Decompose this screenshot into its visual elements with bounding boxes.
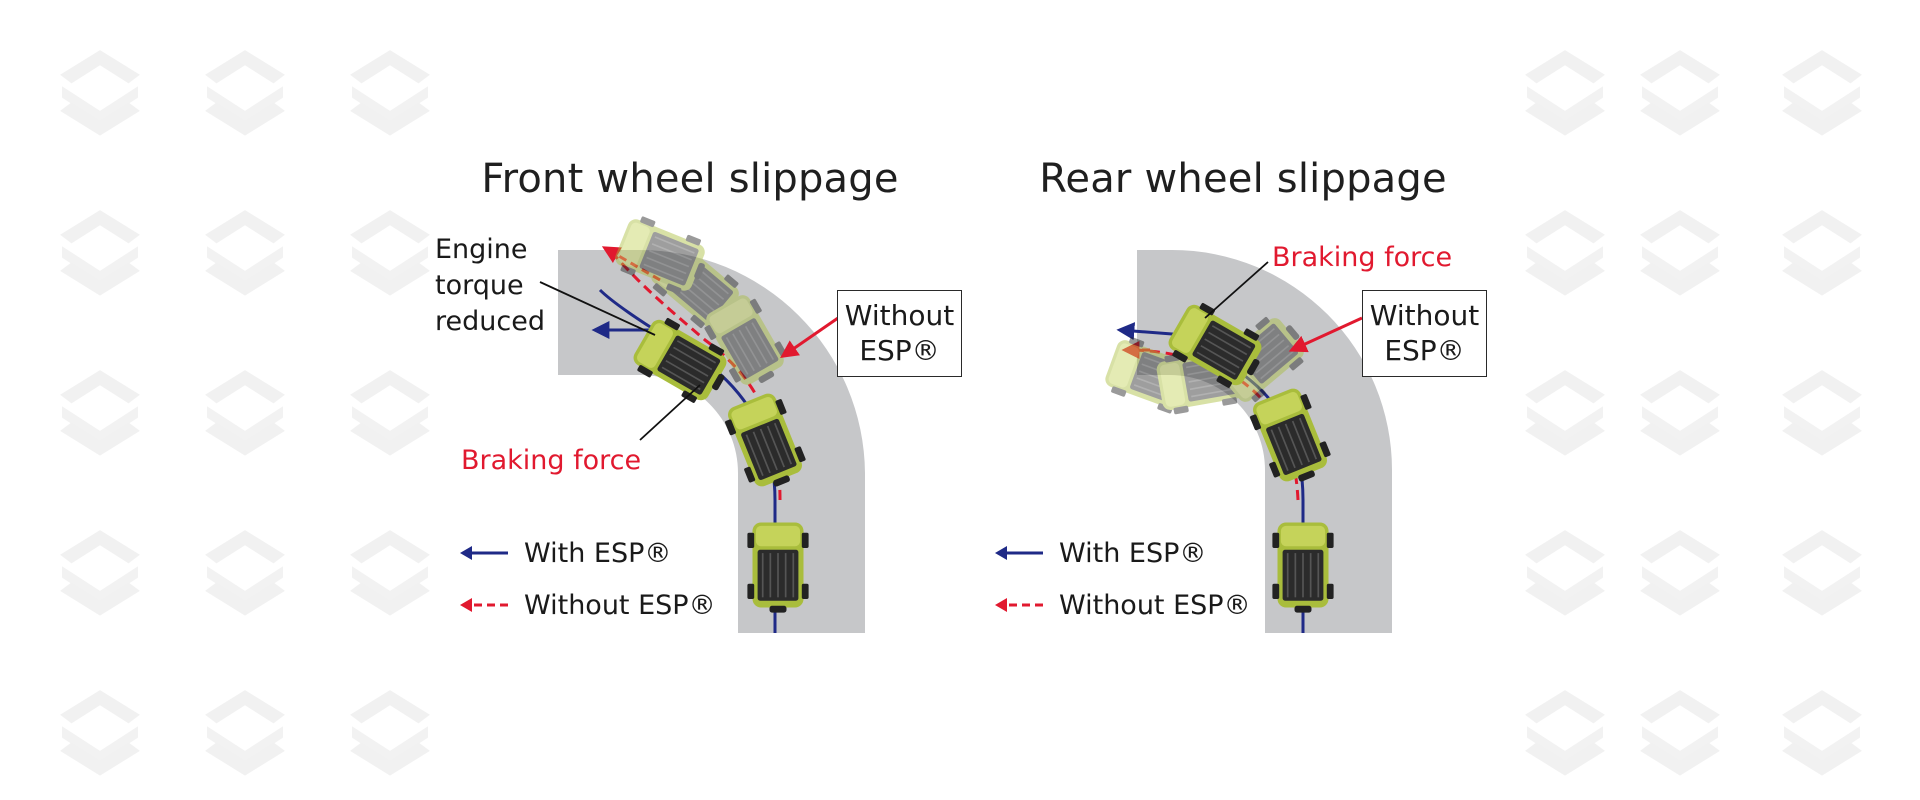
legend-without-esp: Without ESP® [460, 588, 716, 622]
suzuki-s-logo-icon [1782, 50, 1862, 136]
legend-with-esp: With ESP® [460, 536, 671, 570]
legend-without-esp: Without ESP® [995, 588, 1251, 622]
car-icon [746, 521, 810, 614]
suzuki-s-logo-icon [1640, 690, 1720, 776]
suzuki-s-logo-icon [1640, 50, 1720, 136]
suzuki-s-logo-icon [1525, 50, 1605, 136]
road-right [1137, 250, 1392, 633]
suzuki-s-logo-icon [1640, 210, 1720, 296]
braking-force-label: Braking force [461, 445, 642, 476]
suzuki-s-logo-icon [1525, 370, 1605, 456]
suzuki-s-logo-icon [60, 690, 140, 776]
legend-with-esp: With ESP® [995, 536, 1206, 570]
car-icon [1271, 521, 1335, 614]
suzuki-s-logo-icon [350, 210, 430, 296]
red-dashed-arrow-icon [460, 598, 508, 612]
suzuki-s-logo-icon [350, 530, 430, 616]
suzuki-s-logo-icon [60, 370, 140, 456]
suzuki-s-logo-icon [60, 210, 140, 296]
suzuki-s-logo-icon [205, 370, 285, 456]
suzuki-s-logo-icon [350, 690, 430, 776]
suzuki-s-logo-icon [1525, 690, 1605, 776]
suzuki-s-logo-icon [1782, 370, 1862, 456]
suzuki-s-logo-icon [60, 530, 140, 616]
suzuki-s-logo-icon [1782, 690, 1862, 776]
braking-force-label: Braking force [1272, 242, 1453, 273]
suzuki-s-logo-icon [205, 50, 285, 136]
suzuki-s-logo-icon [1782, 530, 1862, 616]
red-dashed-arrow-icon [995, 598, 1043, 612]
without-esp-box: Without ESP® [837, 290, 962, 377]
suzuki-s-logo-icon [205, 210, 285, 296]
suzuki-s-logo-icon [205, 690, 285, 776]
suzuki-s-logo-icon [1782, 210, 1862, 296]
suzuki-s-logo-icon [1525, 530, 1605, 616]
suzuki-s-logo-icon [1640, 370, 1720, 456]
suzuki-s-logo-icon [1640, 530, 1720, 616]
suzuki-s-logo-icon [60, 50, 140, 136]
suzuki-s-logo-icon [350, 370, 430, 456]
blue-arrow-icon [995, 546, 1043, 560]
panel-title-rear: Rear wheel slippage [1039, 156, 1447, 202]
suzuki-s-logo-icon [205, 530, 285, 616]
suzuki-s-logo-icon [350, 50, 430, 136]
suzuki-s-logo-icon [1525, 210, 1605, 296]
without-esp-box: Without ESP® [1362, 290, 1487, 377]
engine-torque-label: Engine torque reduced [435, 234, 545, 337]
panel-title-front: Front wheel slippage [481, 156, 899, 202]
blue-arrow-icon [460, 546, 508, 560]
